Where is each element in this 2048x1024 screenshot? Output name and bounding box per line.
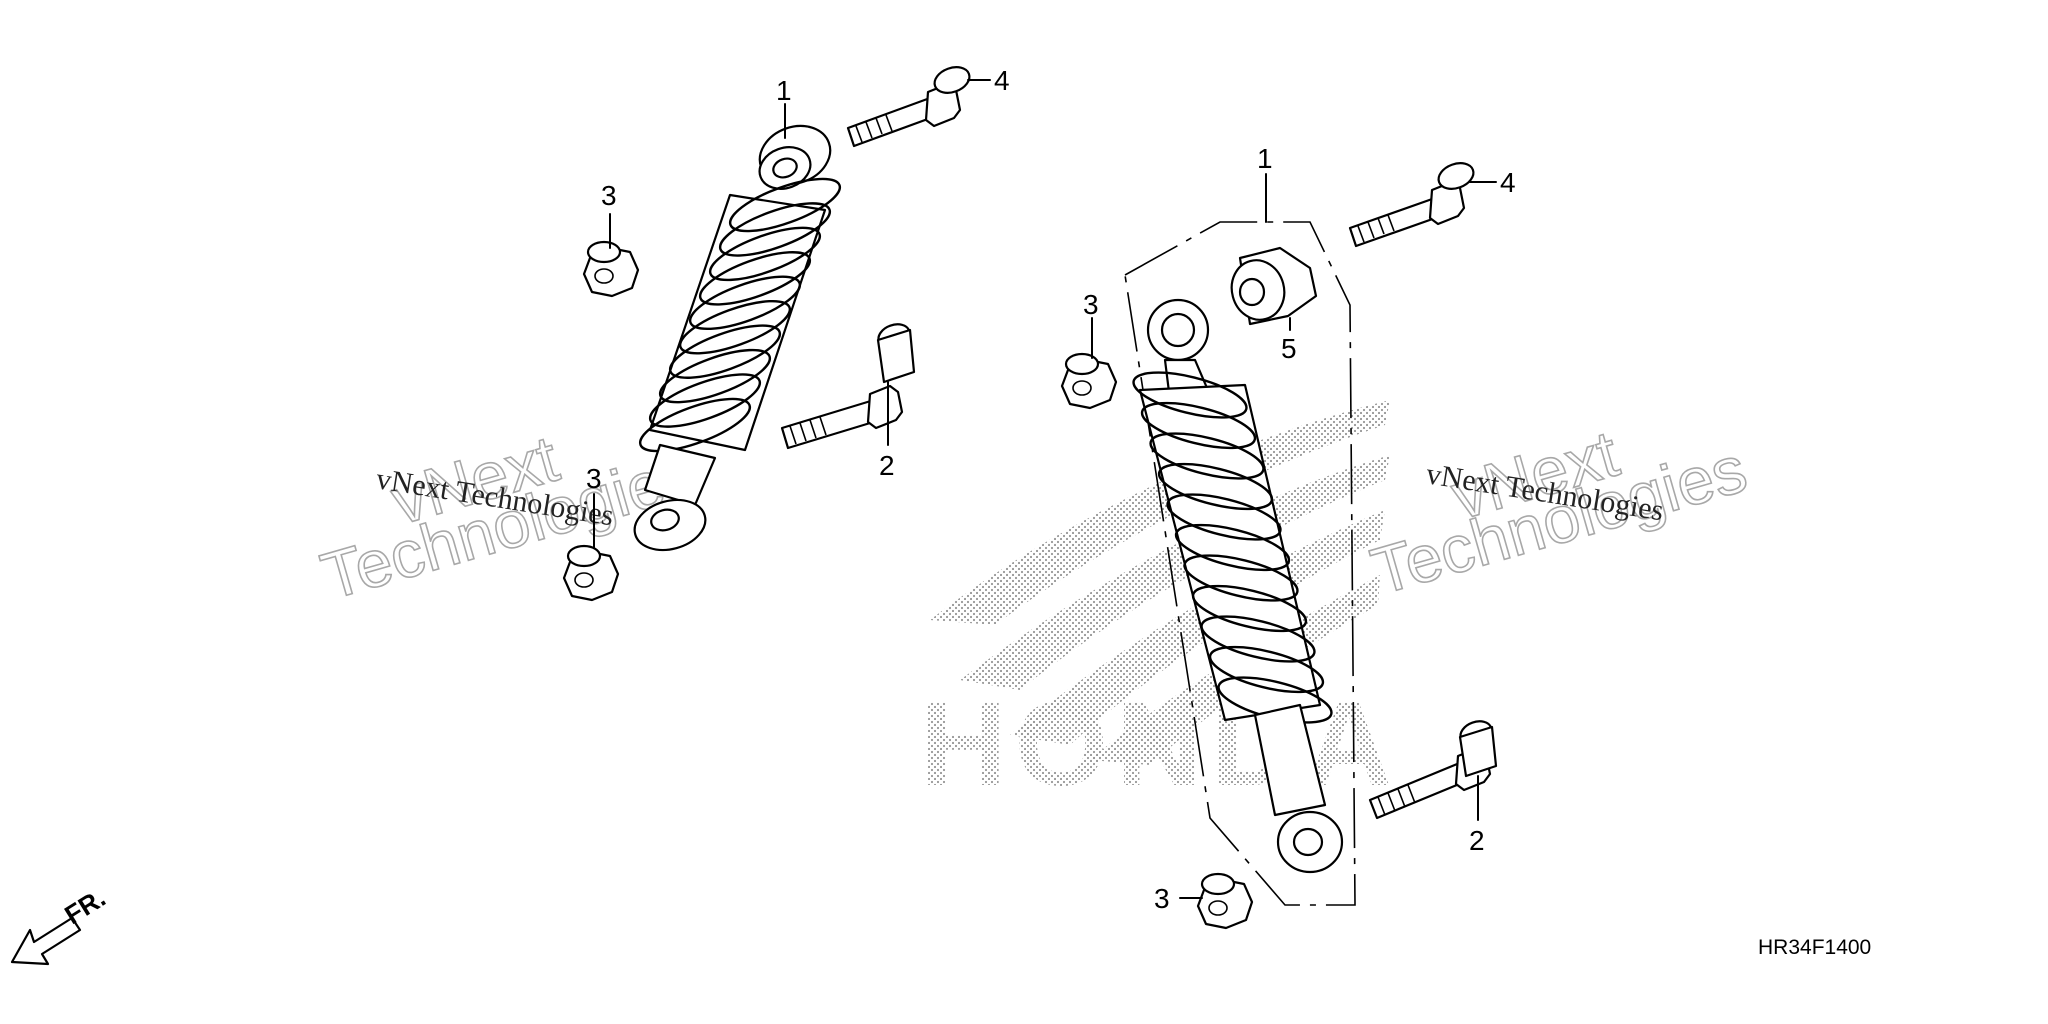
spring-coil <box>638 397 752 453</box>
spring-coil <box>1132 371 1248 419</box>
right-lower-bolt <box>1368 720 1498 820</box>
spring-coil <box>668 324 782 379</box>
front-direction-indicator: FR. <box>10 882 111 966</box>
watermark-right: vNext Technologies vNext Technologies <box>1363 415 1755 609</box>
right-shock-absorber <box>1132 298 1344 874</box>
spring-coil <box>678 299 792 355</box>
callout-left-shock: 1 <box>776 75 792 106</box>
spring-coil <box>658 348 772 404</box>
spring-coil <box>1200 615 1316 663</box>
spring-coil <box>1174 523 1291 572</box>
callout-right-lower-bolt: 2 <box>1469 825 1485 856</box>
spring-coil <box>688 275 802 331</box>
left-lower-bolt <box>780 323 916 450</box>
leader-lines <box>593 79 1497 899</box>
right-top-bolt <box>1348 162 1475 248</box>
diagram-code: HR34F1400 <box>1758 936 1871 959</box>
spring-coil <box>728 177 842 233</box>
left-top-bolt <box>846 66 971 148</box>
spring-coil <box>1191 584 1308 633</box>
assembly-outline <box>1124 221 1356 906</box>
left-top-nut <box>582 240 640 298</box>
spring-coil <box>1208 645 1325 694</box>
callout-right-shock: 1 <box>1257 143 1273 174</box>
honda-logo-text: HONDA <box>920 677 1400 811</box>
callout-left-top-bolt: 4 <box>994 65 1010 96</box>
right-bushing <box>1230 246 1318 326</box>
spring-coil <box>708 226 822 282</box>
right-upper-nut <box>1060 352 1118 410</box>
callout-right-upper-nut: 3 <box>1083 289 1099 320</box>
callout-right-top-bolt: 4 <box>1500 167 1516 198</box>
spring-coil <box>1166 493 1282 541</box>
callout-numbers: 1 4 3 2 3 1 4 5 3 2 3 <box>586 65 1516 914</box>
left-shock-absorber <box>633 124 842 552</box>
spring-coil <box>1157 462 1274 511</box>
callout-left-lower-nut: 3 <box>586 463 602 494</box>
callout-right-lower-nut: 3 <box>1154 883 1170 914</box>
spring-coil <box>698 251 812 306</box>
spring-coil <box>1183 554 1299 602</box>
right-lower-nut <box>1196 872 1254 930</box>
spring-coil <box>718 202 832 257</box>
callout-left-top-nut: 3 <box>601 180 617 211</box>
callout-right-bushing: 5 <box>1281 333 1297 364</box>
front-arrow-icon <box>10 916 82 966</box>
left-lower-nut <box>562 544 620 602</box>
spring-coil <box>1140 401 1257 450</box>
spring-coil <box>648 373 762 428</box>
callout-left-lower-bolt: 2 <box>879 450 895 481</box>
spring-coil <box>1149 432 1265 480</box>
